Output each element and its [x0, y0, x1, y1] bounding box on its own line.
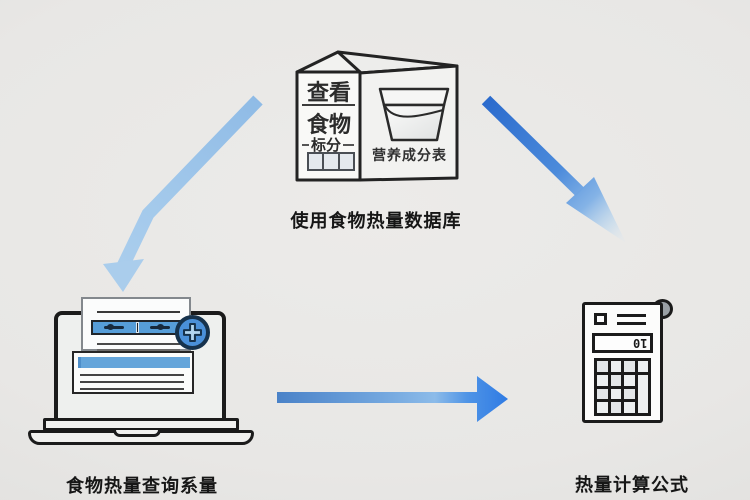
key	[610, 374, 621, 386]
slider-knob	[156, 324, 164, 330]
key	[597, 402, 608, 413]
slider-knob	[107, 324, 115, 330]
key	[624, 402, 635, 413]
toolbar-segment	[139, 322, 182, 333]
text-line	[80, 381, 184, 383]
dash-line	[301, 143, 309, 146]
arrow-box-to-laptop	[103, 95, 263, 292]
key	[637, 361, 648, 372]
text-line	[617, 322, 646, 325]
database-label: 使用食物热量数据库	[290, 211, 462, 231]
text-line	[80, 388, 184, 390]
box-panel-text-3-row: 标分	[297, 134, 359, 155]
laptop-base	[28, 430, 254, 445]
key	[610, 388, 621, 400]
key-tall	[637, 374, 648, 413]
box-panel-text-3: 标分	[310, 136, 341, 154]
laptop-base-notch	[113, 430, 161, 437]
nutrition-table-icon	[307, 152, 355, 171]
key	[624, 388, 635, 400]
text-line	[80, 374, 184, 376]
browser-card	[81, 297, 191, 351]
content-card-header-bar	[78, 357, 190, 368]
display-value: 10	[632, 336, 647, 350]
search-toolbar	[91, 320, 183, 335]
calculator-icon: 10	[582, 302, 663, 423]
key	[610, 361, 621, 372]
calculator-keypad	[594, 358, 651, 416]
calculator-display: 10	[592, 333, 653, 353]
arrow-laptop-to-calculator	[277, 376, 508, 422]
toolbar-divider	[135, 322, 139, 333]
content-card	[72, 351, 194, 394]
key	[610, 402, 621, 413]
text-line	[617, 314, 646, 317]
box-panel-text-2: 食物	[306, 112, 351, 138]
panel-divider-line	[302, 104, 355, 106]
toolbar-segment	[93, 322, 136, 333]
nutrition-caption: 营养成分表	[372, 147, 447, 163]
table-cell	[339, 154, 353, 169]
laptop-label: 食物热量查询系量	[66, 476, 218, 496]
table-cell	[324, 154, 338, 169]
laptop-keyboard-deck	[43, 418, 239, 431]
key	[597, 388, 608, 400]
dash-line	[343, 143, 354, 146]
key	[624, 374, 635, 386]
slider-icon	[149, 324, 170, 330]
key	[597, 361, 608, 372]
slider-icon	[104, 324, 125, 330]
text-line	[97, 343, 180, 345]
checkbox-icon	[594, 313, 607, 325]
text-line	[97, 311, 180, 313]
key	[624, 361, 635, 372]
bucket-icon	[378, 87, 450, 142]
calculator-label: 热量计算公式	[575, 475, 689, 495]
plus-icon	[175, 315, 210, 350]
text-line	[97, 349, 180, 351]
table-cell	[309, 154, 323, 169]
key	[597, 374, 608, 386]
arrow-box-to-calculator	[481, 95, 626, 243]
box-panel-text-1: 查看	[306, 80, 351, 106]
